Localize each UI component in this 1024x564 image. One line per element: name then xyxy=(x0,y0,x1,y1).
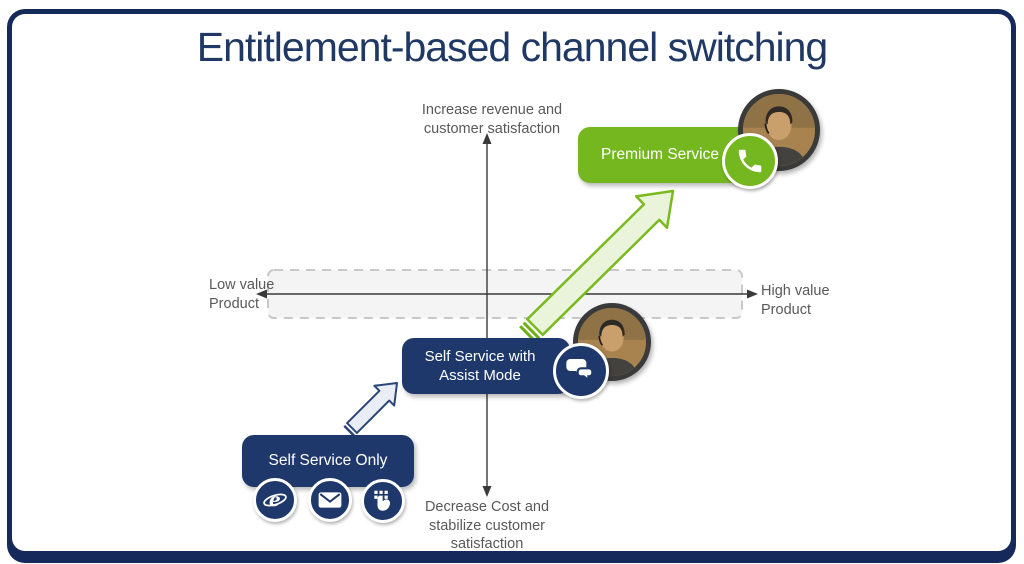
upgrade-arrow-gray xyxy=(343,382,398,437)
browser-icon: e xyxy=(253,478,297,522)
page-title: Entitlement-based channel switching xyxy=(196,24,829,70)
self-service-only-label: Self Service Only xyxy=(268,452,388,469)
vertical-axis xyxy=(482,133,492,497)
self-service-assist-box: Self Service with Assist Mode xyxy=(402,338,570,394)
email-icon xyxy=(308,478,352,522)
self-service-assist-label: Self Service with Assist Mode xyxy=(424,347,536,385)
horizontal-axis-right-label: High value Product xyxy=(761,283,830,318)
horizontal-axis-left-label: Low value Product xyxy=(209,277,275,312)
svg-text:e: e xyxy=(269,490,281,511)
vertical-axis-top-label: Increase revenue and customer satisfacti… xyxy=(421,102,563,137)
premium-service-label: Premium Service xyxy=(601,146,719,163)
keypad-hand-icon xyxy=(361,479,405,523)
phone-icon xyxy=(722,133,778,189)
horizontal-axis xyxy=(256,289,758,299)
chat-bubbles-icon xyxy=(553,343,609,399)
vertical-axis-bottom-label: Decrease Cost and stabilize customer sat… xyxy=(424,499,550,553)
